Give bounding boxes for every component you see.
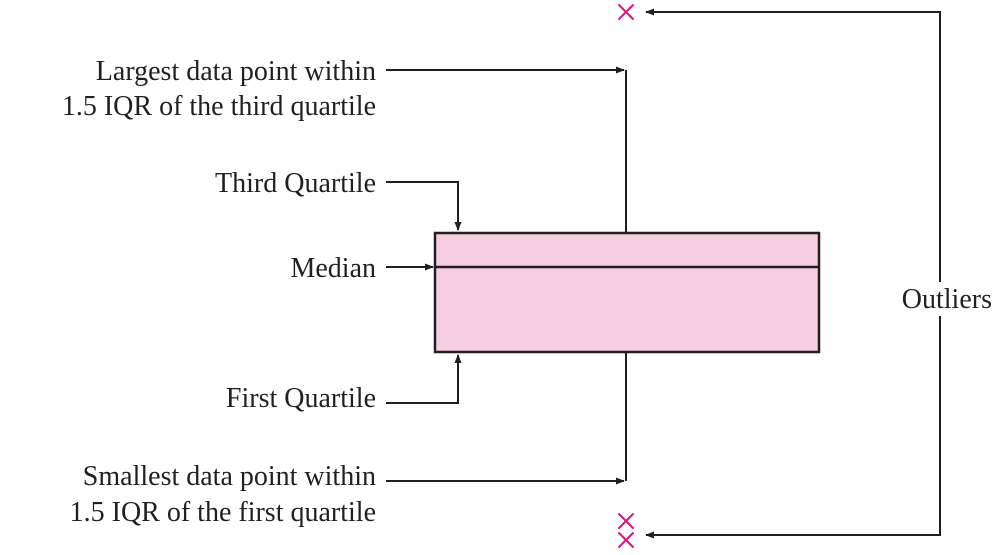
first-quartile-label: First Quartile [226,383,376,414]
median-label: Median [290,253,376,284]
first-quartile-arrow [386,354,462,404]
largest-label-line1: Largest data point within [96,56,376,87]
smallest-label-line1: Smallest data point within [83,461,376,492]
iqr-box [433,231,821,354]
outliers-bracket-bottom [645,316,941,539]
third-quartile-arrow [386,181,462,231]
x-mark-icon [618,513,634,529]
x-mark-icon [618,532,634,548]
smallest-label-line2: 1.5 IQR of the first quartile [70,497,376,528]
largest-label-line2: 1.5 IQR of the third quartile [62,91,376,122]
third-quartile-label: Third Quartile [215,168,376,199]
x-mark-icon [618,4,634,20]
outliers-bracket-top [645,8,941,282]
outliers-label: Outliers [902,284,992,315]
